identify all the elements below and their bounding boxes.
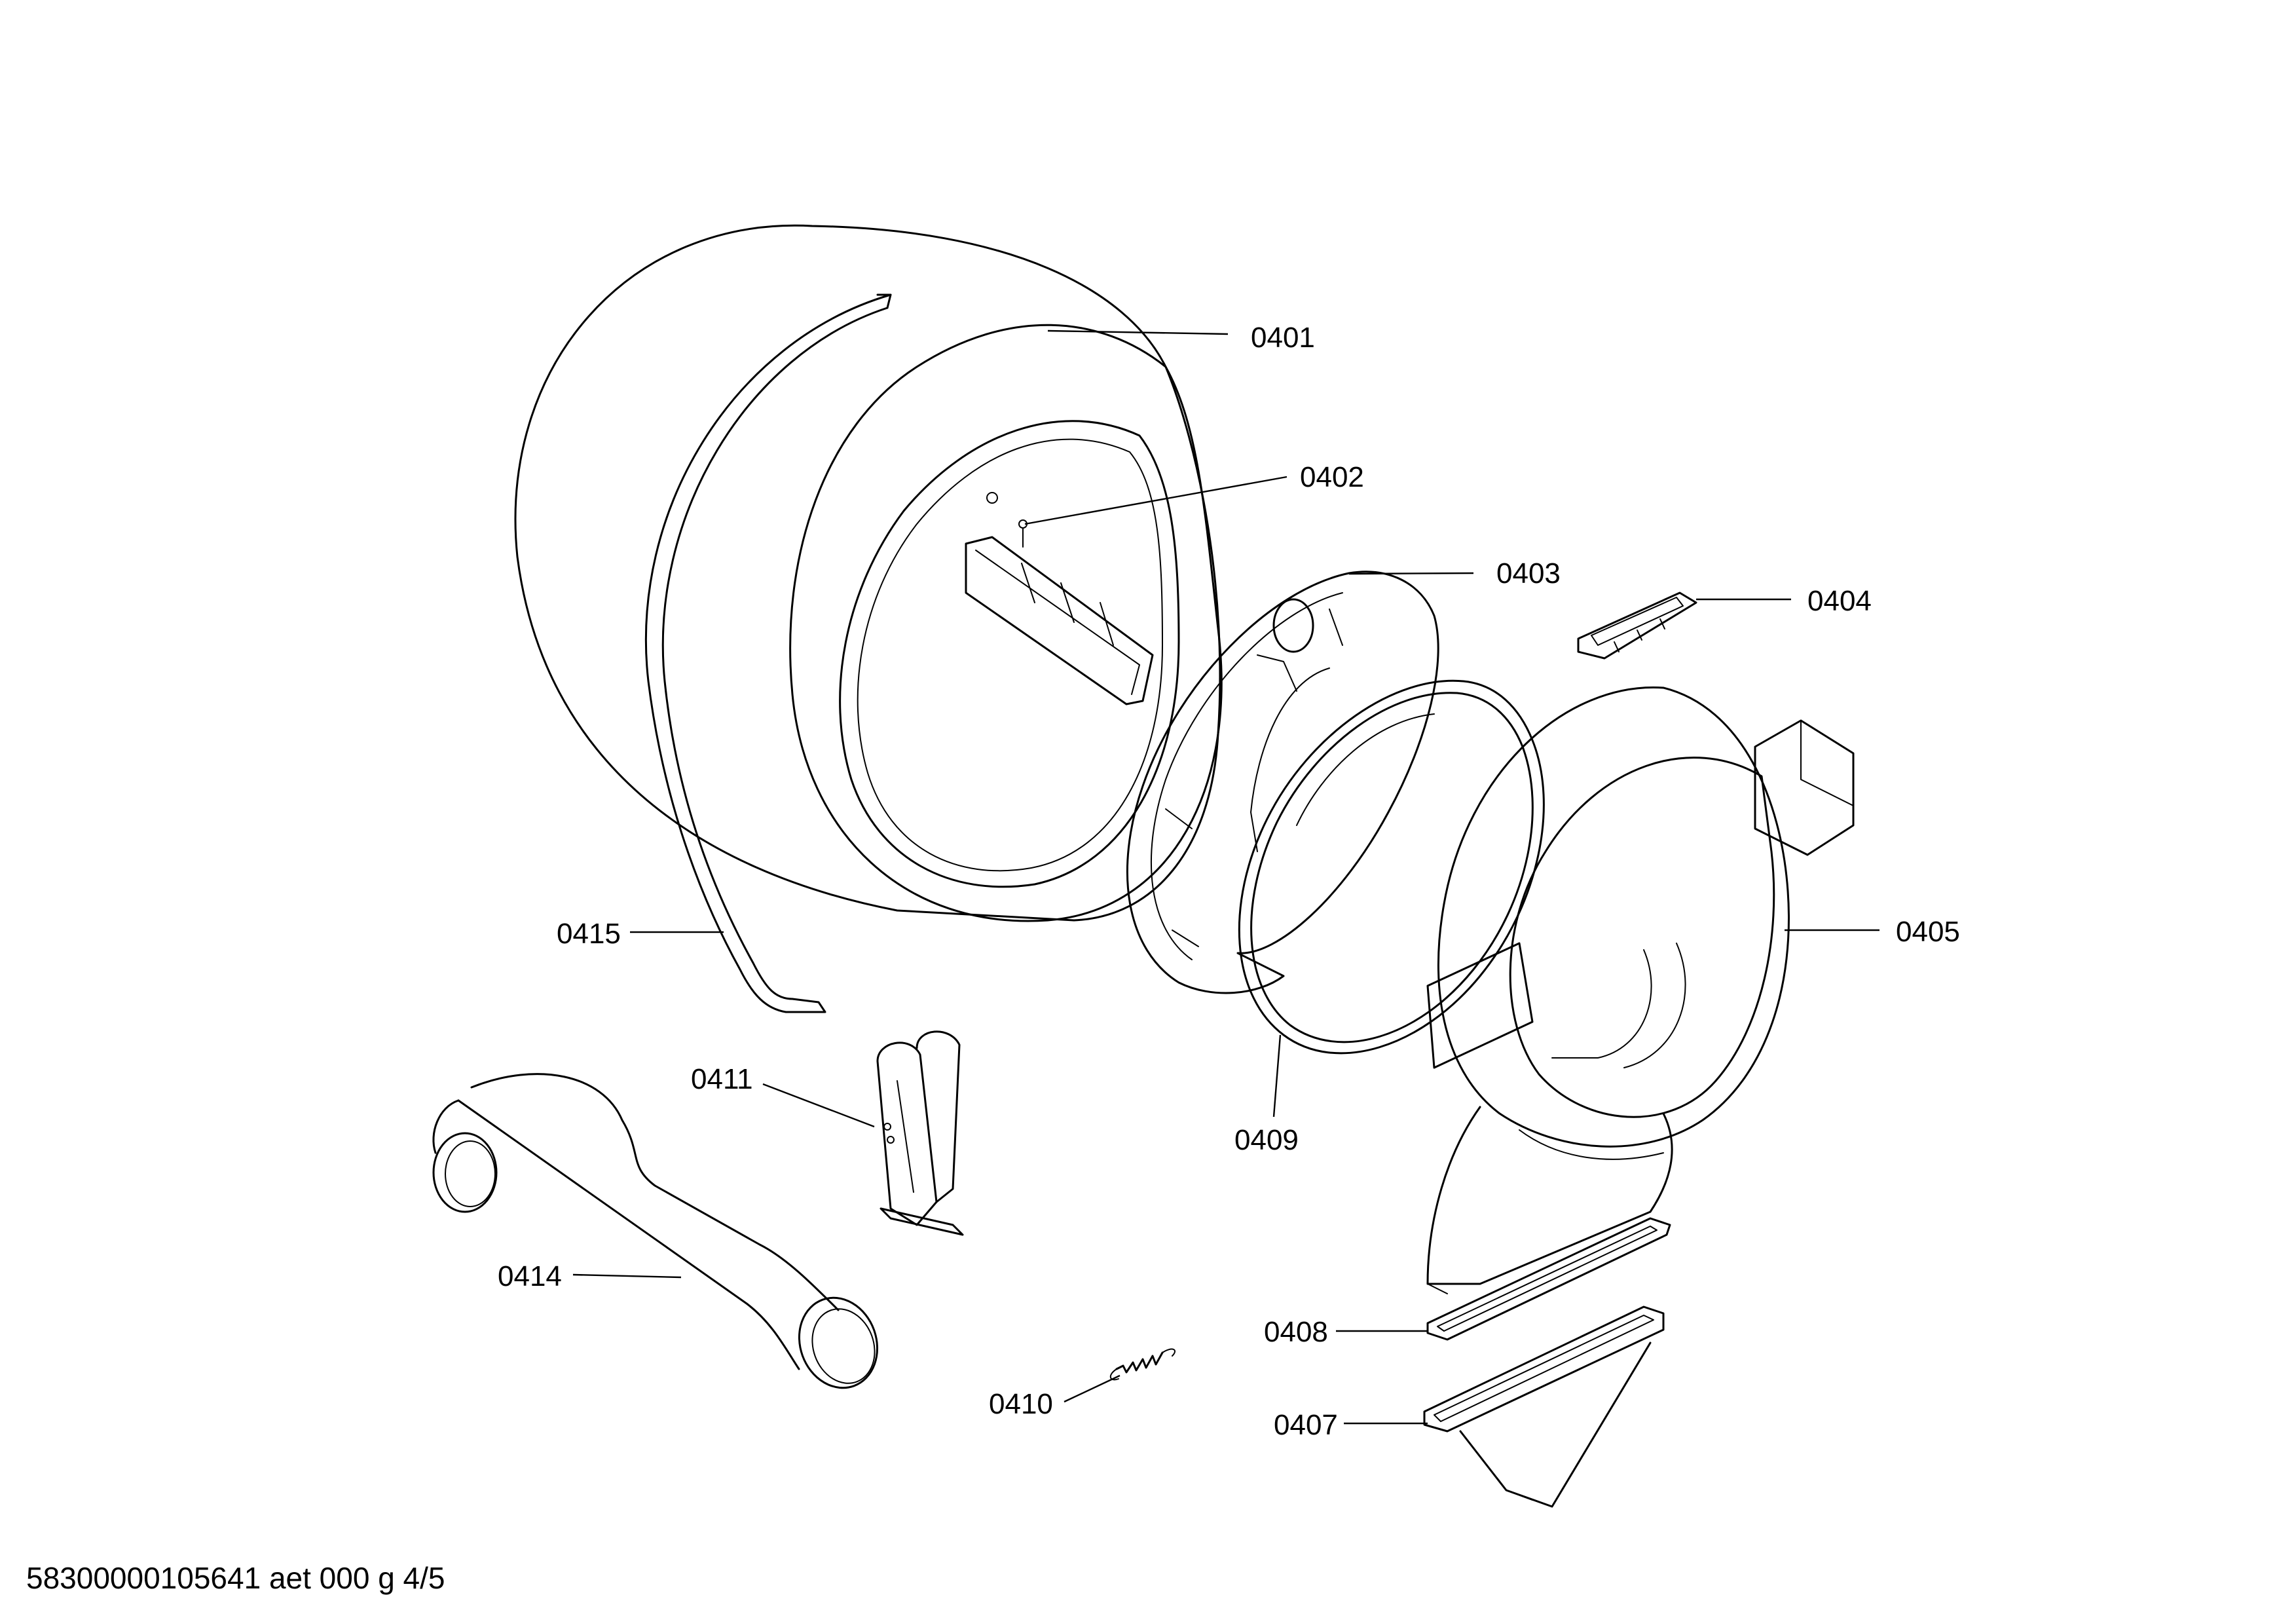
seal xyxy=(1426,1217,1671,1341)
leader-0401 xyxy=(1047,329,1229,335)
baffle xyxy=(965,492,1154,705)
leader-0410 xyxy=(1064,1374,1120,1403)
part-label-0411: 0411 xyxy=(691,1063,753,1095)
felt-ring xyxy=(1238,679,1545,1055)
part-label-0410: 0410 xyxy=(989,1388,1053,1420)
part-label-0408: 0408 xyxy=(1264,1316,1328,1348)
part-label-0415: 0415 xyxy=(557,918,621,950)
part-label-0401: 0401 xyxy=(1251,322,1315,354)
part-label-0402: 0402 xyxy=(1300,461,1364,493)
part-label-0404: 0404 xyxy=(1807,585,1872,617)
part-label-0409: 0409 xyxy=(1234,1124,1299,1156)
drive-belt xyxy=(644,293,892,1013)
leader-lines xyxy=(572,329,1879,1425)
front-panel-housing xyxy=(1426,686,1855,1294)
leader-0414 xyxy=(572,1273,682,1279)
front-bearing-shield xyxy=(1126,571,1439,994)
leader-0411 xyxy=(762,1083,875,1128)
leader-0409 xyxy=(1272,1034,1282,1117)
part-labels: 0401 0402 0403 0404 0405 0407 0408 0409 … xyxy=(498,322,1960,1441)
bracket xyxy=(876,1030,964,1236)
air-duct xyxy=(432,1073,879,1389)
document-reference: 58300000105641 aet 000 g 4/5 xyxy=(26,1561,445,1595)
cover xyxy=(1577,591,1697,660)
drum xyxy=(514,224,1223,922)
spring xyxy=(1109,1348,1176,1381)
part-label-0405: 0405 xyxy=(1896,916,1960,948)
part-label-0403: 0403 xyxy=(1496,557,1561,590)
part-label-0414: 0414 xyxy=(498,1260,562,1292)
part-label-0407: 0407 xyxy=(1274,1409,1338,1441)
leader-0403 xyxy=(1348,572,1474,575)
filter-frame xyxy=(1423,1305,1665,1508)
leader-0402 xyxy=(1024,476,1287,525)
